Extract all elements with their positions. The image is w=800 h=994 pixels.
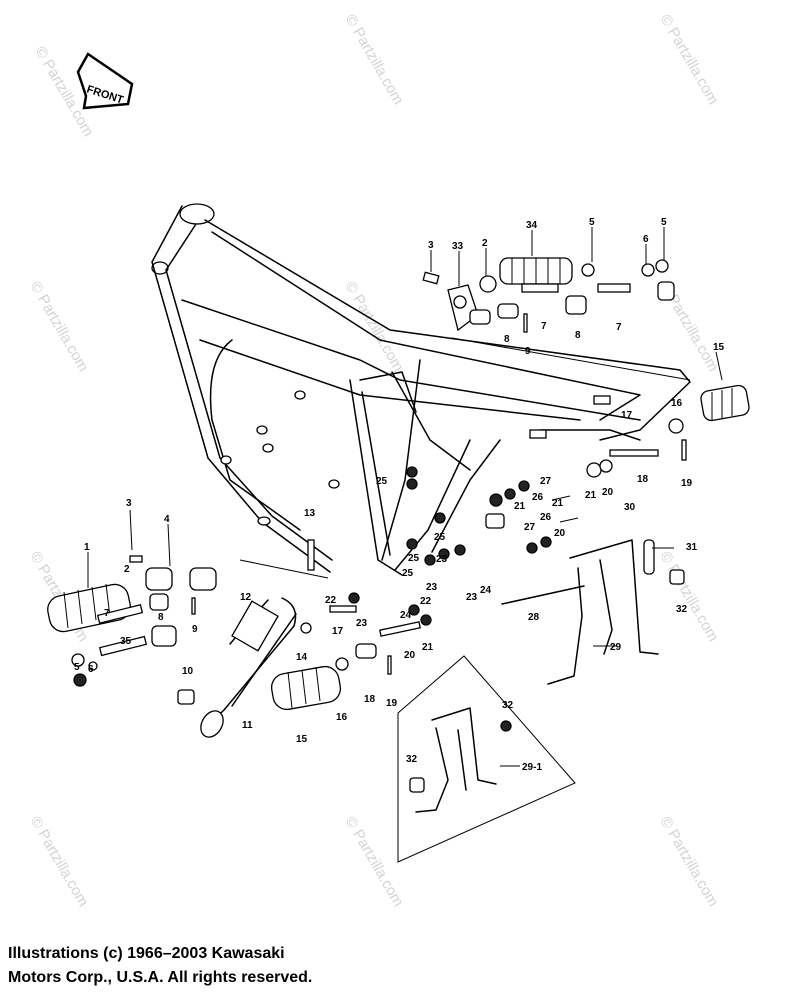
watermark: © Partzilla.com (657, 549, 722, 645)
callout: 4 (164, 514, 170, 525)
side-stand (177, 539, 315, 738)
callout: 21 (585, 490, 597, 501)
watermark: © Partzilla.com (657, 12, 722, 108)
callout: 6 (643, 234, 649, 245)
callout: 29-1 (522, 762, 542, 773)
callout: 2 (482, 238, 488, 249)
callout: 22 (420, 596, 432, 607)
left-footpeg (270, 621, 421, 711)
callout: 24 (400, 610, 412, 621)
front-arrow: FRONT (76, 52, 134, 110)
callout: 11 (242, 720, 253, 731)
callout: 23 (466, 592, 478, 603)
callout: 2 (124, 564, 130, 575)
callout: 10 (182, 666, 194, 677)
callout: 3 (126, 498, 132, 509)
callout: 19 (681, 478, 693, 489)
callout: 7 (541, 321, 547, 332)
callout: 32 (502, 700, 514, 711)
left-side-parts (47, 555, 217, 687)
copyright-notice: Illustrations (c) 1966–2003 Kawasaki Mot… (8, 942, 312, 990)
callout: 7 (104, 608, 110, 619)
callout: 25 (408, 553, 420, 564)
copyright-line-1: Illustrations (c) 1966–2003 Kawasaki (8, 945, 285, 962)
callout: 9 (192, 624, 198, 635)
callout: 17 (621, 410, 633, 421)
callout: 26 (532, 492, 544, 503)
callout: 13 (304, 508, 316, 519)
callout: 20 (404, 650, 416, 661)
watermark: © Partzilla.com (657, 814, 722, 910)
callout: 6 (88, 664, 94, 675)
callout: 25 (376, 476, 388, 487)
callout: 34 (526, 220, 538, 231)
callout: 29 (610, 642, 622, 653)
callout: 16 (671, 398, 683, 409)
watermark: © Partzilla.com (342, 814, 407, 910)
callout: 15 (296, 734, 308, 745)
callout: 18 (364, 694, 376, 705)
callout: 23 (426, 582, 438, 593)
inset-box (397, 655, 576, 863)
callout: 20 (602, 487, 614, 498)
callout: 32 (676, 604, 688, 615)
callout: 26 (540, 512, 552, 523)
callout: 1 (84, 542, 90, 553)
callout: 20 (554, 528, 566, 539)
callout: 23 (436, 554, 448, 565)
right-footpeg (609, 384, 750, 461)
callout: 15 (713, 342, 725, 353)
callout: 17 (332, 626, 344, 637)
leader-lines (87, 227, 723, 767)
callout: 25 (434, 532, 446, 543)
callout: 27 (524, 522, 536, 533)
watermark: © Partzilla.com (27, 279, 92, 375)
watermark: © Partzilla.com (342, 279, 407, 375)
callout: 31 (686, 542, 698, 553)
callout: 8 (158, 612, 164, 623)
callout: 12 (240, 592, 252, 603)
callout: 21 (422, 642, 434, 653)
callout: 5 (589, 217, 595, 228)
callout: 18 (637, 474, 649, 485)
callout: 16 (336, 712, 348, 723)
callout: 28 (528, 612, 540, 623)
fasteners (231, 459, 613, 652)
callout: 5 (74, 662, 80, 673)
callout: 19 (386, 698, 398, 709)
callout: 7 (616, 322, 622, 333)
callout: 23 (356, 618, 368, 629)
callout: 27 (540, 476, 552, 487)
callouts: 3 33 2 34 5 6 5 7 7 8 8 9 15 16 17 18 19… (74, 217, 725, 773)
callout: 21 (514, 501, 526, 512)
frame (151, 203, 691, 576)
callout: 5 (661, 217, 667, 228)
callout: 35 (120, 636, 132, 647)
callout: 33 (452, 241, 464, 252)
callout: 14 (296, 652, 308, 663)
callout: 21 (552, 498, 564, 509)
callout: 22 (325, 595, 337, 606)
watermark: © Partzilla.com (342, 12, 407, 108)
callout: 30 (624, 502, 636, 513)
watermark: © Partzilla.com (27, 814, 92, 910)
callout: 3 (428, 240, 434, 251)
callout: 8 (504, 334, 510, 345)
upper-right-parts (422, 257, 691, 381)
callout: 32 (406, 754, 418, 765)
callout: 24 (480, 585, 492, 596)
callout: 9 (525, 346, 531, 357)
copyright-line-2: Motors Corp., U.S.A. All rights reserved… (8, 969, 313, 986)
callout: 25 (402, 568, 414, 579)
callout: 8 (575, 330, 581, 341)
